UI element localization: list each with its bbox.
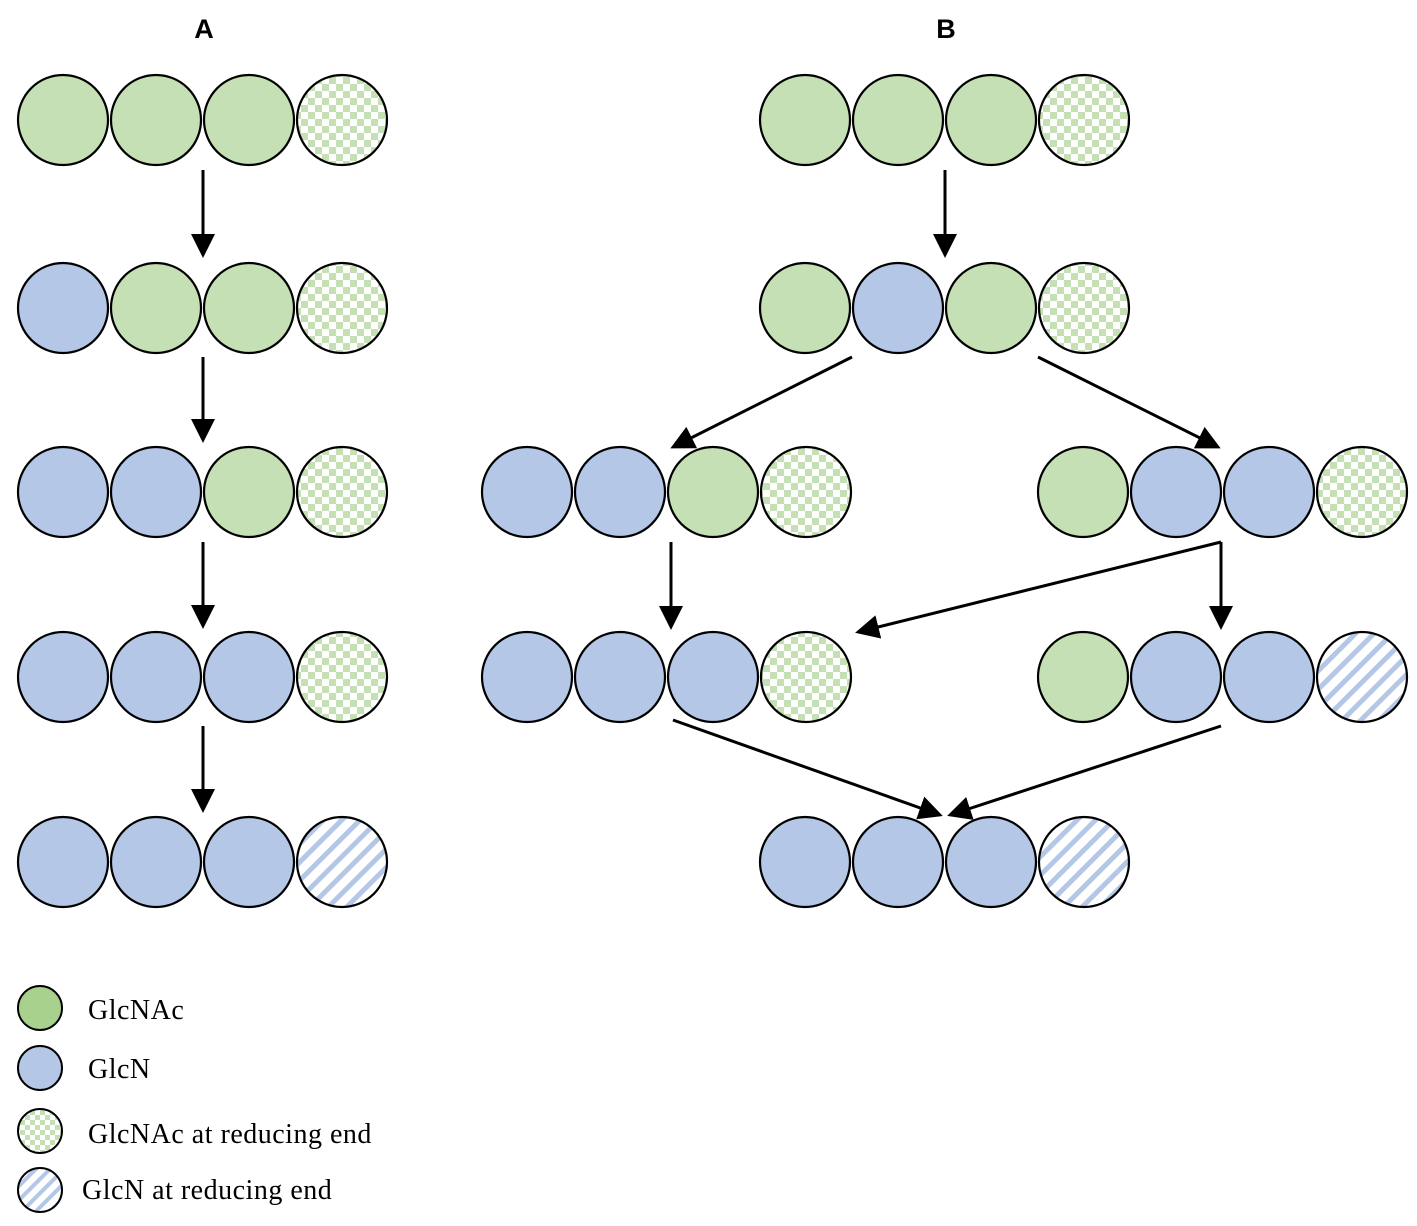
chain-b-2	[758, 261, 1131, 355]
monomer-glcnac-reducing	[1315, 445, 1409, 539]
monomer-glcnac	[202, 261, 296, 355]
monomer-glcnac-reducing	[295, 445, 389, 539]
chain-a-2	[16, 261, 389, 355]
monomer-glcn	[851, 261, 945, 355]
monomer-glcn	[202, 815, 296, 909]
reaction-arrows	[191, 170, 1233, 820]
legend-swatch-glcn	[17, 1045, 63, 1091]
monomer-glcn	[1222, 630, 1316, 724]
monomer-glcnac	[1036, 630, 1130, 724]
monomer-glcn	[573, 630, 667, 724]
monomer-glcn	[109, 445, 203, 539]
reaction-arrow	[855, 540, 1222, 639]
chains-layer	[16, 73, 1409, 909]
reaction-arrow	[947, 724, 1222, 820]
monomer-glcn	[758, 815, 852, 909]
legend: GlcNAc GlcN GlcNAc at reducing end GlcN …	[17, 985, 372, 1213]
monomer-glcn-reducing	[1037, 815, 1131, 909]
chain-b-6	[1036, 630, 1409, 724]
monomer-glcnac-reducing	[295, 261, 389, 355]
monomer-glcn-reducing	[1315, 630, 1409, 724]
monomer-glcnac	[944, 261, 1038, 355]
monomer-glcnac	[109, 73, 203, 167]
chain-b-7	[758, 815, 1131, 909]
reaction-arrow	[672, 718, 943, 820]
monomer-glcnac-reducing	[759, 445, 853, 539]
monomer-glcnac	[202, 445, 296, 539]
monomer-glcnac	[944, 73, 1038, 167]
monomer-glcnac	[851, 73, 945, 167]
chain-b-4	[1036, 445, 1409, 539]
monomer-glcnac-reducing	[295, 630, 389, 724]
monomer-glcnac	[16, 73, 110, 167]
chain-b-5	[480, 630, 853, 724]
monomer-glcn	[573, 445, 667, 539]
panel-label-a: A	[194, 14, 214, 44]
legend-swatch-glcnac-reducing	[17, 1108, 63, 1154]
monomer-glcn	[16, 445, 110, 539]
monomer-glcn	[202, 630, 296, 724]
monomer-glcn	[109, 630, 203, 724]
chain-a-3	[16, 445, 389, 539]
monomer-glcnac	[109, 261, 203, 355]
reaction-arrow	[670, 355, 853, 449]
monomer-glcn	[109, 815, 203, 909]
reaction-arrow	[1037, 355, 1221, 449]
legend-label-glcnac: GlcNAc	[88, 995, 184, 1026]
monomer-glcn	[16, 630, 110, 724]
monomer-glcn	[16, 815, 110, 909]
monomer-glcn	[1222, 445, 1316, 539]
legend-label-glcnac-reducing: GlcNAc at reducing end	[88, 1119, 372, 1150]
monomer-glcnac-reducing	[759, 630, 853, 724]
chain-b-1	[758, 73, 1131, 167]
monomer-glcn	[1129, 630, 1223, 724]
monomer-glcn-reducing	[295, 815, 389, 909]
monomer-glcnac-reducing	[295, 73, 389, 167]
chain-a-5	[16, 815, 389, 909]
monomer-glcn	[16, 261, 110, 355]
legend-swatch-glcnac	[17, 985, 63, 1031]
monomer-glcnac-reducing	[1037, 73, 1131, 167]
monomer-glcnac-reducing	[1037, 261, 1131, 355]
monomer-glcn	[944, 815, 1038, 909]
monomer-glcn	[851, 815, 945, 909]
chain-a-4	[16, 630, 389, 724]
chain-a-1	[16, 73, 389, 167]
panel-label-b: B	[936, 14, 956, 44]
legend-label-glcn-reducing: GlcN at reducing end	[82, 1175, 332, 1206]
monomer-glcnac	[202, 73, 296, 167]
legend-label-glcn: GlcN	[88, 1054, 151, 1085]
legend-swatch-glcn-reducing	[17, 1167, 63, 1213]
monomer-glcn	[666, 630, 760, 724]
monomer-glcnac	[758, 73, 852, 167]
monomer-glcn	[480, 630, 574, 724]
monomer-glcn	[480, 445, 574, 539]
chain-b-3	[480, 445, 853, 539]
monomer-glcnac	[666, 445, 760, 539]
monomer-glcn	[1129, 445, 1223, 539]
monomer-glcnac	[758, 261, 852, 355]
monomer-glcnac	[1036, 445, 1130, 539]
